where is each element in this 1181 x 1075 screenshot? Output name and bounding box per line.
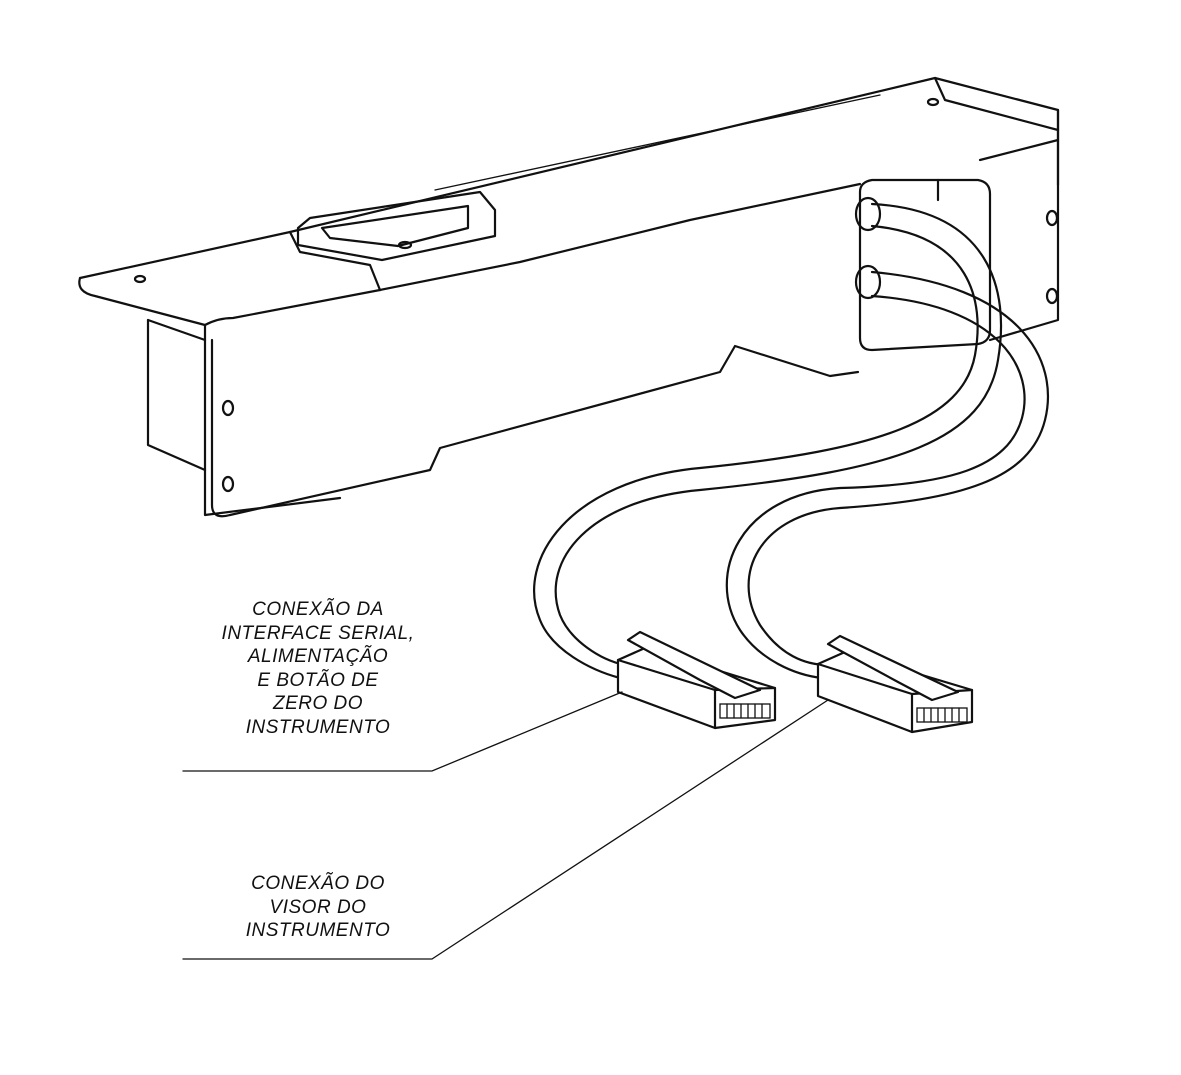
callout-line: CONEXÃO DA <box>252 599 384 620</box>
callout-display-connection: CONEXÃO DO VISOR DO INSTRUMENTO <box>188 872 448 943</box>
callout-line: CONEXÃO DO <box>251 873 385 894</box>
leader-lines <box>182 691 829 960</box>
rj-plug-right <box>816 634 974 734</box>
callout-line: VISOR DO <box>269 896 367 918</box>
callout-line: INSTRUMENTO <box>245 920 391 941</box>
callout-serial-connection: CONEXÃO DA INTERFACE SERIAL, ALIMENTAÇÃO… <box>188 598 448 739</box>
connector-pocket <box>854 178 992 352</box>
square-boss <box>296 190 497 262</box>
callout-line: ALIMENTAÇÃO <box>247 646 389 667</box>
callout-line: E BOTÃO DE <box>257 669 379 691</box>
callout-line: INTERFACE SERIAL, <box>221 622 415 644</box>
cables <box>533 202 1049 680</box>
callout-line: ZERO DO <box>272 693 364 714</box>
callout-line: INSTRUMENTO <box>245 716 391 738</box>
mounting-bracket <box>78 76 1060 518</box>
rj-plug-left <box>616 630 777 730</box>
